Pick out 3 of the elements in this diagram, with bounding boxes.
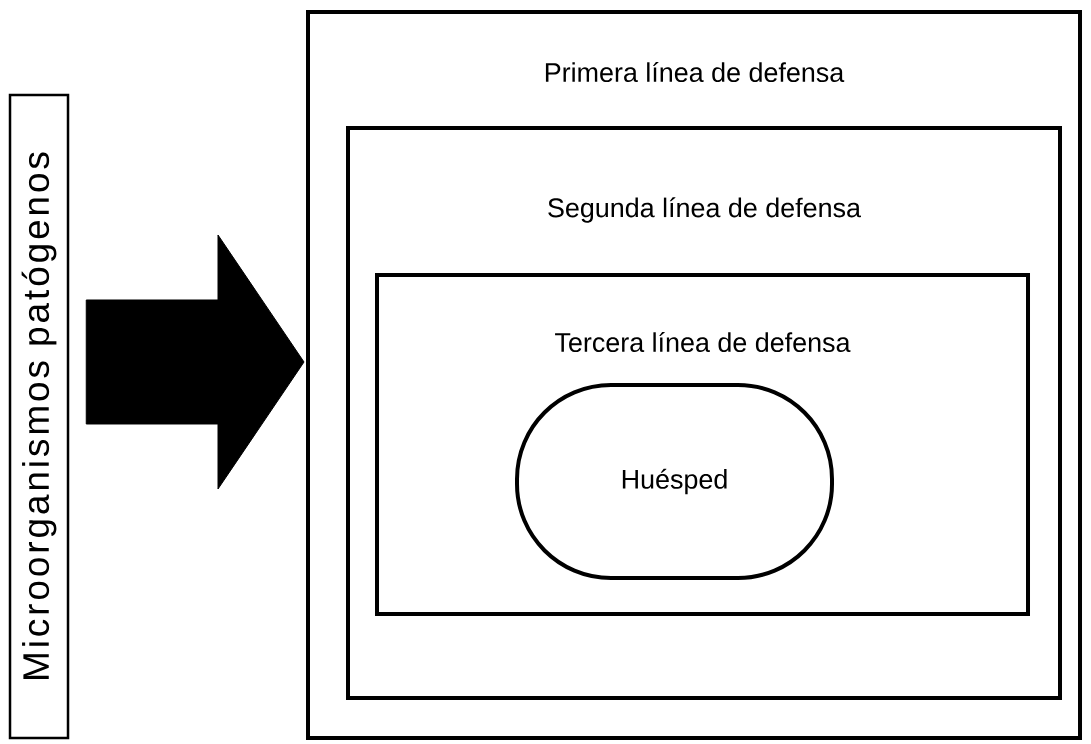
- label-box: Microorganismos patógenos: [8, 93, 70, 740]
- block-arrow: [85, 234, 305, 490]
- rounded-box: Huésped: [515, 383, 834, 580]
